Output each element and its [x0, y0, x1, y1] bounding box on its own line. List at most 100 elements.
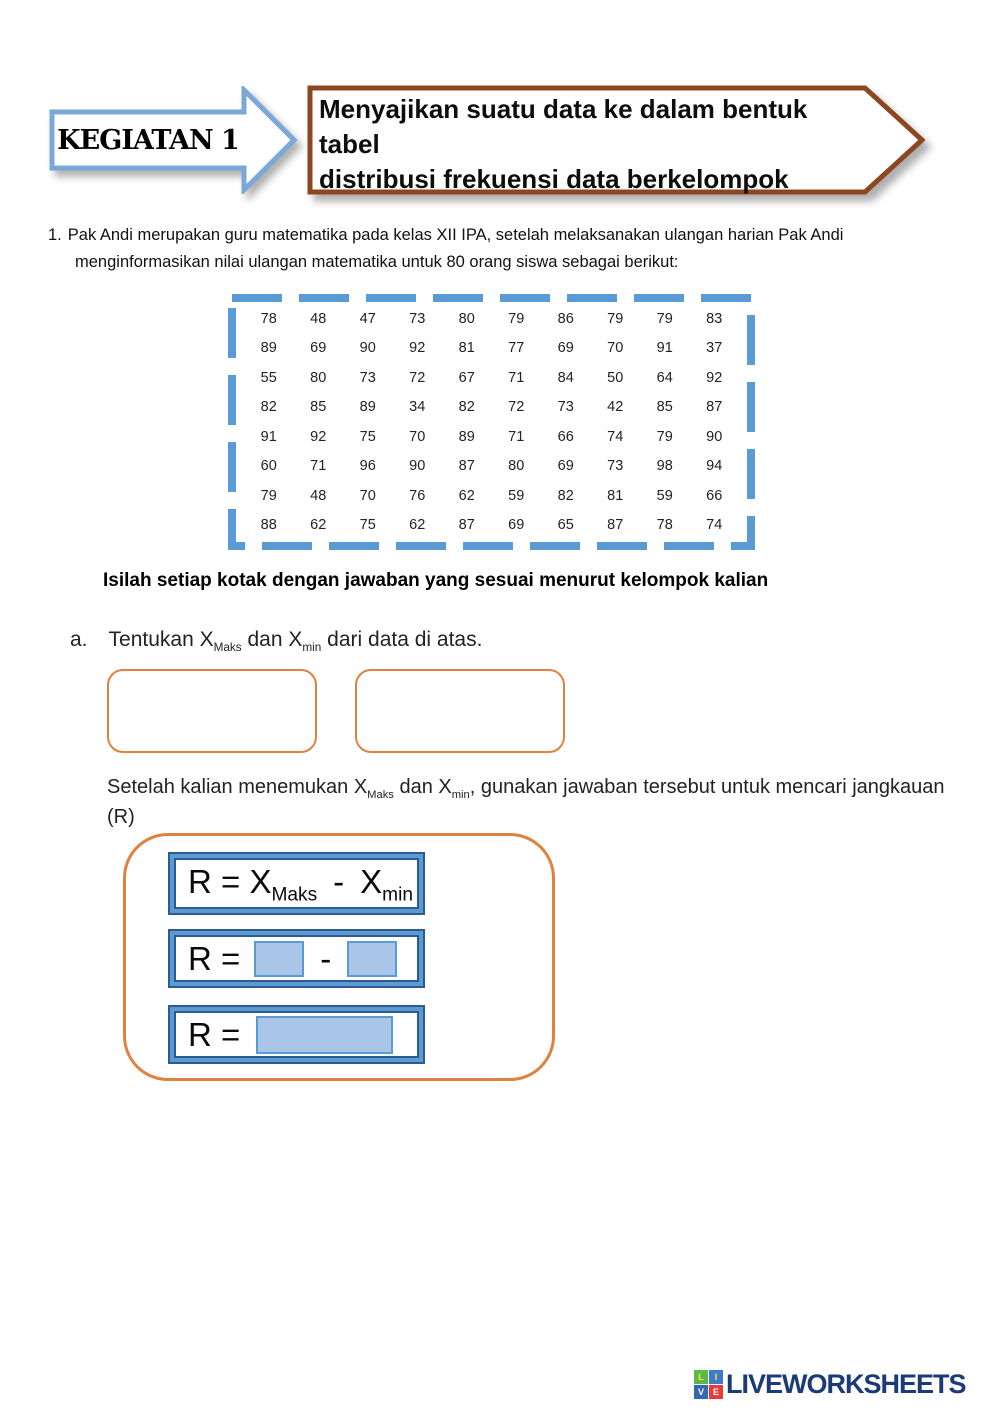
formula-x2: X — [360, 862, 383, 900]
logo-square-v: V — [694, 1385, 708, 1399]
xmaks-subscript: Maks — [271, 884, 318, 906]
data-cell: 48 — [310, 487, 327, 504]
data-cell: 82 — [458, 399, 475, 416]
data-cell: 37 — [706, 340, 723, 357]
data-cell: 72 — [508, 399, 525, 416]
data-cell: 80 — [458, 310, 475, 327]
question-a-text-1: Tentukan X — [108, 628, 214, 651]
data-cell: 81 — [607, 487, 624, 504]
jangkauan-panel: R = XMaks-Xmin R = - R = — [123, 833, 555, 1081]
problem-text-line1: Pak Andi merupakan guru matematika pada … — [67, 226, 844, 244]
data-cell: 89 — [458, 428, 475, 445]
data-cell: 90 — [706, 428, 723, 445]
xmin-subscript: min — [382, 884, 413, 906]
data-cell: 74 — [706, 517, 723, 534]
data-cell: 78 — [656, 517, 673, 534]
formula-r-equals: R = XMaks-Xmin — [188, 863, 413, 905]
formula-box-1: R = XMaks-Xmin — [168, 852, 425, 915]
data-cell: 55 — [260, 369, 277, 386]
data-cell: 73 — [359, 369, 376, 386]
title-line-1: Menyajikan suatu data ke dalam bentuk ta… — [319, 94, 808, 159]
data-cell: 87 — [458, 458, 475, 475]
title-banner: Menyajikan suatu data ke dalam bentuk ta… — [307, 85, 926, 197]
page-title: Menyajikan suatu data ke dalam bentuk ta… — [319, 92, 864, 197]
formula-row2-label: R = — [188, 939, 241, 977]
data-cell: 80 — [508, 458, 525, 475]
data-cell: 73 — [607, 458, 624, 475]
data-cell: 65 — [557, 517, 574, 534]
data-cell: 79 — [656, 310, 673, 327]
data-cell: 85 — [310, 399, 327, 416]
data-cell: 64 — [656, 369, 673, 386]
data-cell: 81 — [458, 340, 475, 357]
data-cell: 71 — [310, 458, 327, 475]
data-cell: 71 — [508, 369, 525, 386]
minus-sign: - — [333, 862, 345, 900]
data-cell: 90 — [359, 340, 376, 357]
followup-text: Setelah kalian menemukan XMaks dan Xmin,… — [107, 772, 947, 832]
data-cell: 89 — [260, 340, 277, 357]
r-xmaks-input[interactable] — [254, 940, 305, 977]
xmin-answer-box[interactable] — [355, 669, 565, 753]
formula-box-2: R = - — [168, 929, 425, 988]
data-cell: 70 — [409, 428, 426, 445]
data-cell: 73 — [557, 399, 574, 416]
data-cell: 92 — [409, 340, 426, 357]
data-cell: 69 — [508, 517, 525, 534]
data-cell: 70 — [607, 340, 624, 357]
data-cell: 60 — [260, 458, 277, 475]
title-line-2: distribusi frekuensi data berkelompok — [319, 164, 789, 194]
data-cell: 87 — [706, 399, 723, 416]
logo-square-l: L — [694, 1370, 708, 1384]
data-cell: 92 — [310, 428, 327, 445]
followup-text-1: Setelah kalian menemukan X — [107, 776, 368, 798]
data-cell: 50 — [607, 369, 624, 386]
xmin-subscript: min — [302, 641, 322, 655]
data-cell: 47 — [359, 310, 376, 327]
followup-text-3: , gunakan jawaban tersebut untuk mencari… — [469, 776, 945, 798]
xmaks-answer-box[interactable] — [107, 669, 317, 753]
instruction-text: Isilah setiap kotak dengan jawaban yang … — [103, 570, 769, 591]
xmaks-subscript: Maks — [367, 789, 394, 801]
r-xmin-input[interactable] — [347, 940, 398, 977]
data-cell: 66 — [557, 428, 574, 445]
data-cell: 76 — [409, 487, 426, 504]
data-cell: 90 — [409, 458, 426, 475]
dashed-border-icon — [228, 294, 755, 550]
data-cell: 59 — [656, 487, 673, 504]
data-cell: 83 — [706, 310, 723, 327]
pentagon-arrow-shape-icon — [307, 85, 926, 195]
data-cell: 94 — [706, 458, 723, 475]
data-cell: 75 — [359, 517, 376, 534]
question-a-text-2: dan X — [241, 628, 303, 651]
right-arrow-shape-icon — [49, 83, 298, 197]
data-cell: 48 — [310, 310, 327, 327]
data-cell: 89 — [359, 399, 376, 416]
liveworksheets-logo: L I V E LIVEWORKSHEETS — [694, 1369, 967, 1400]
question-a-marker: a. — [70, 628, 88, 651]
data-cell: 87 — [458, 517, 475, 534]
followup-text-2: dan X — [393, 776, 452, 798]
data-cell: 82 — [557, 487, 574, 504]
data-cell: 79 — [508, 310, 525, 327]
question-a-text-3: dari data di atas. — [321, 628, 483, 651]
data-cell: 98 — [656, 458, 673, 475]
data-cell: 88 — [260, 517, 277, 534]
data-cell: 69 — [310, 340, 327, 357]
data-cell: 66 — [706, 487, 723, 504]
data-cell: 75 — [359, 428, 376, 445]
data-cell: 59 — [508, 487, 525, 504]
data-cell: 71 — [508, 428, 525, 445]
xmaks-subscript: Maks — [213, 641, 242, 655]
data-cell: 70 — [359, 487, 376, 504]
data-cell: 85 — [656, 399, 673, 416]
activity-label: KEGIATAN 1 — [57, 124, 240, 156]
data-cell: 62 — [409, 517, 426, 534]
data-cell: 92 — [706, 369, 723, 386]
data-cell: 34 — [409, 399, 426, 416]
logo-square-e: E — [709, 1385, 723, 1399]
data-cell: 86 — [557, 310, 574, 327]
r-result-input[interactable] — [256, 1015, 394, 1054]
